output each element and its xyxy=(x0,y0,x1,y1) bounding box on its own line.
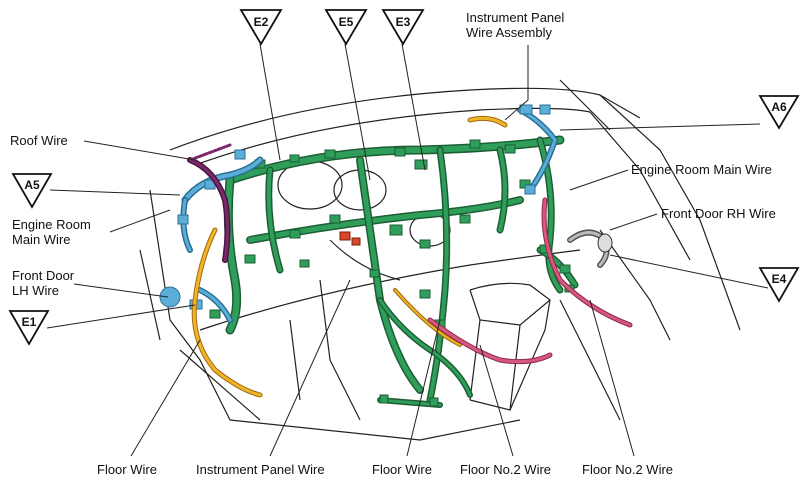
label-front-door-lh-wire-line1: Front Door xyxy=(12,268,75,283)
label-engine-room-main-wire-left-line2: Main Wire xyxy=(12,232,71,247)
label-instrument-panel-wire: Instrument Panel Wire xyxy=(196,462,325,477)
label-engine-room-main-wire-right: Engine Room Main Wire xyxy=(631,162,772,177)
blue-harness xyxy=(180,107,559,323)
label-instrument-panel-wire-assembly-line1: Instrument Panel xyxy=(466,10,564,25)
label-engine-room-main-wire-left-line1: Engine Room xyxy=(12,217,91,232)
label-front-door-rh-wire: Front Door RH Wire xyxy=(661,206,776,221)
green-connectors xyxy=(209,139,575,407)
front-door-rh-wire-harness xyxy=(567,229,613,268)
floor-no2-wire-harness xyxy=(427,197,633,365)
connector-a6: A6 xyxy=(758,95,800,130)
vehicle-body-outline xyxy=(139,79,741,441)
connector-a6-label: A6 xyxy=(771,100,787,114)
label-floor-no2-wire-left: Floor No.2 Wire xyxy=(460,462,551,477)
connector-e4: E4 xyxy=(758,267,800,303)
label-front-door-lh-wire-line2: LH Wire xyxy=(12,283,59,298)
connector-a5: A5 xyxy=(11,173,53,209)
floor-wire-harness xyxy=(191,115,508,398)
red-connectors xyxy=(339,231,361,246)
connector-e1-label: E1 xyxy=(22,315,37,329)
label-floor-wire-left: Floor Wire xyxy=(97,462,157,477)
label-instrument-panel-wire-assembly-line2: Wire Assembly xyxy=(466,25,552,40)
roof-wire-harness xyxy=(187,143,232,263)
connector-e2: E2 xyxy=(239,9,283,46)
connector-e5-label: E5 xyxy=(339,15,354,29)
label-floor-no2-wire-right: Floor No.2 Wire xyxy=(582,462,673,477)
connector-e3-label: E3 xyxy=(396,15,411,29)
connector-e3: E3 xyxy=(381,9,425,46)
label-floor-wire-center: Floor Wire xyxy=(372,462,432,477)
label-roof-wire: Roof Wire xyxy=(10,133,68,148)
connector-e4-label: E4 xyxy=(772,272,787,286)
leader-lines xyxy=(46,43,769,457)
connector-e1: E1 xyxy=(8,310,50,346)
connector-a5-label: A5 xyxy=(24,178,40,192)
connector-e2-label: E2 xyxy=(254,15,269,29)
connector-e5: E5 xyxy=(324,9,368,46)
